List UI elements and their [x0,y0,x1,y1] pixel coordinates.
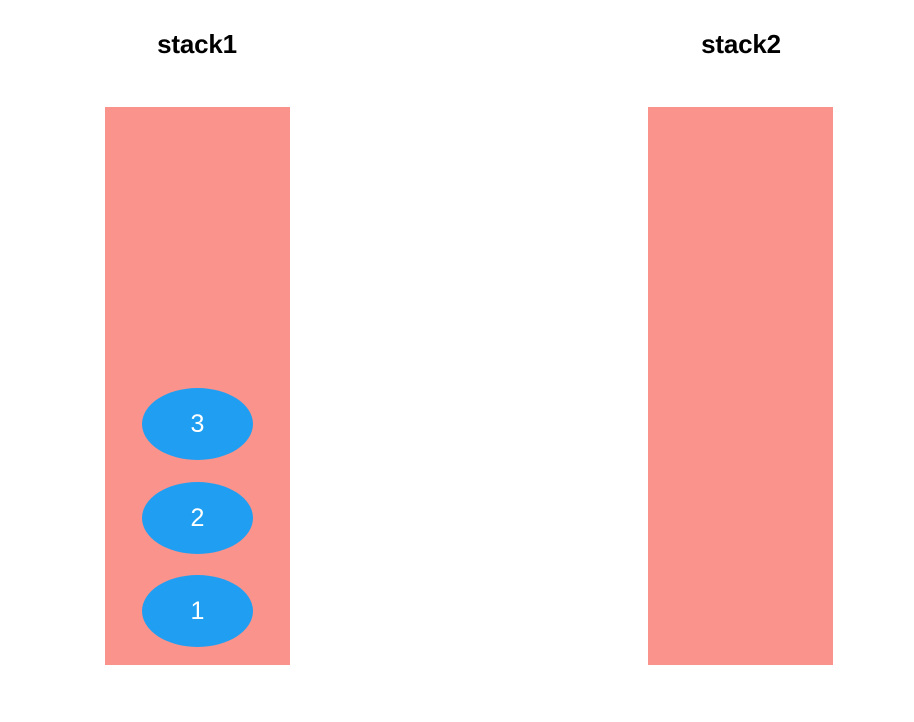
disk-3[interactable]: 3 [142,388,253,460]
disk-3-label: 3 [190,409,205,438]
disk-2[interactable]: 2 [142,482,253,554]
stack1-label: stack1 [157,29,237,59]
disk-1-label: 1 [190,596,205,625]
stack2-column[interactable] [648,107,833,665]
stack2-label: stack2 [701,29,781,59]
disk-1[interactable]: 1 [142,575,253,647]
stack1-column[interactable]: 3 2 1 [105,107,290,665]
disk-2-label: 2 [190,503,205,532]
